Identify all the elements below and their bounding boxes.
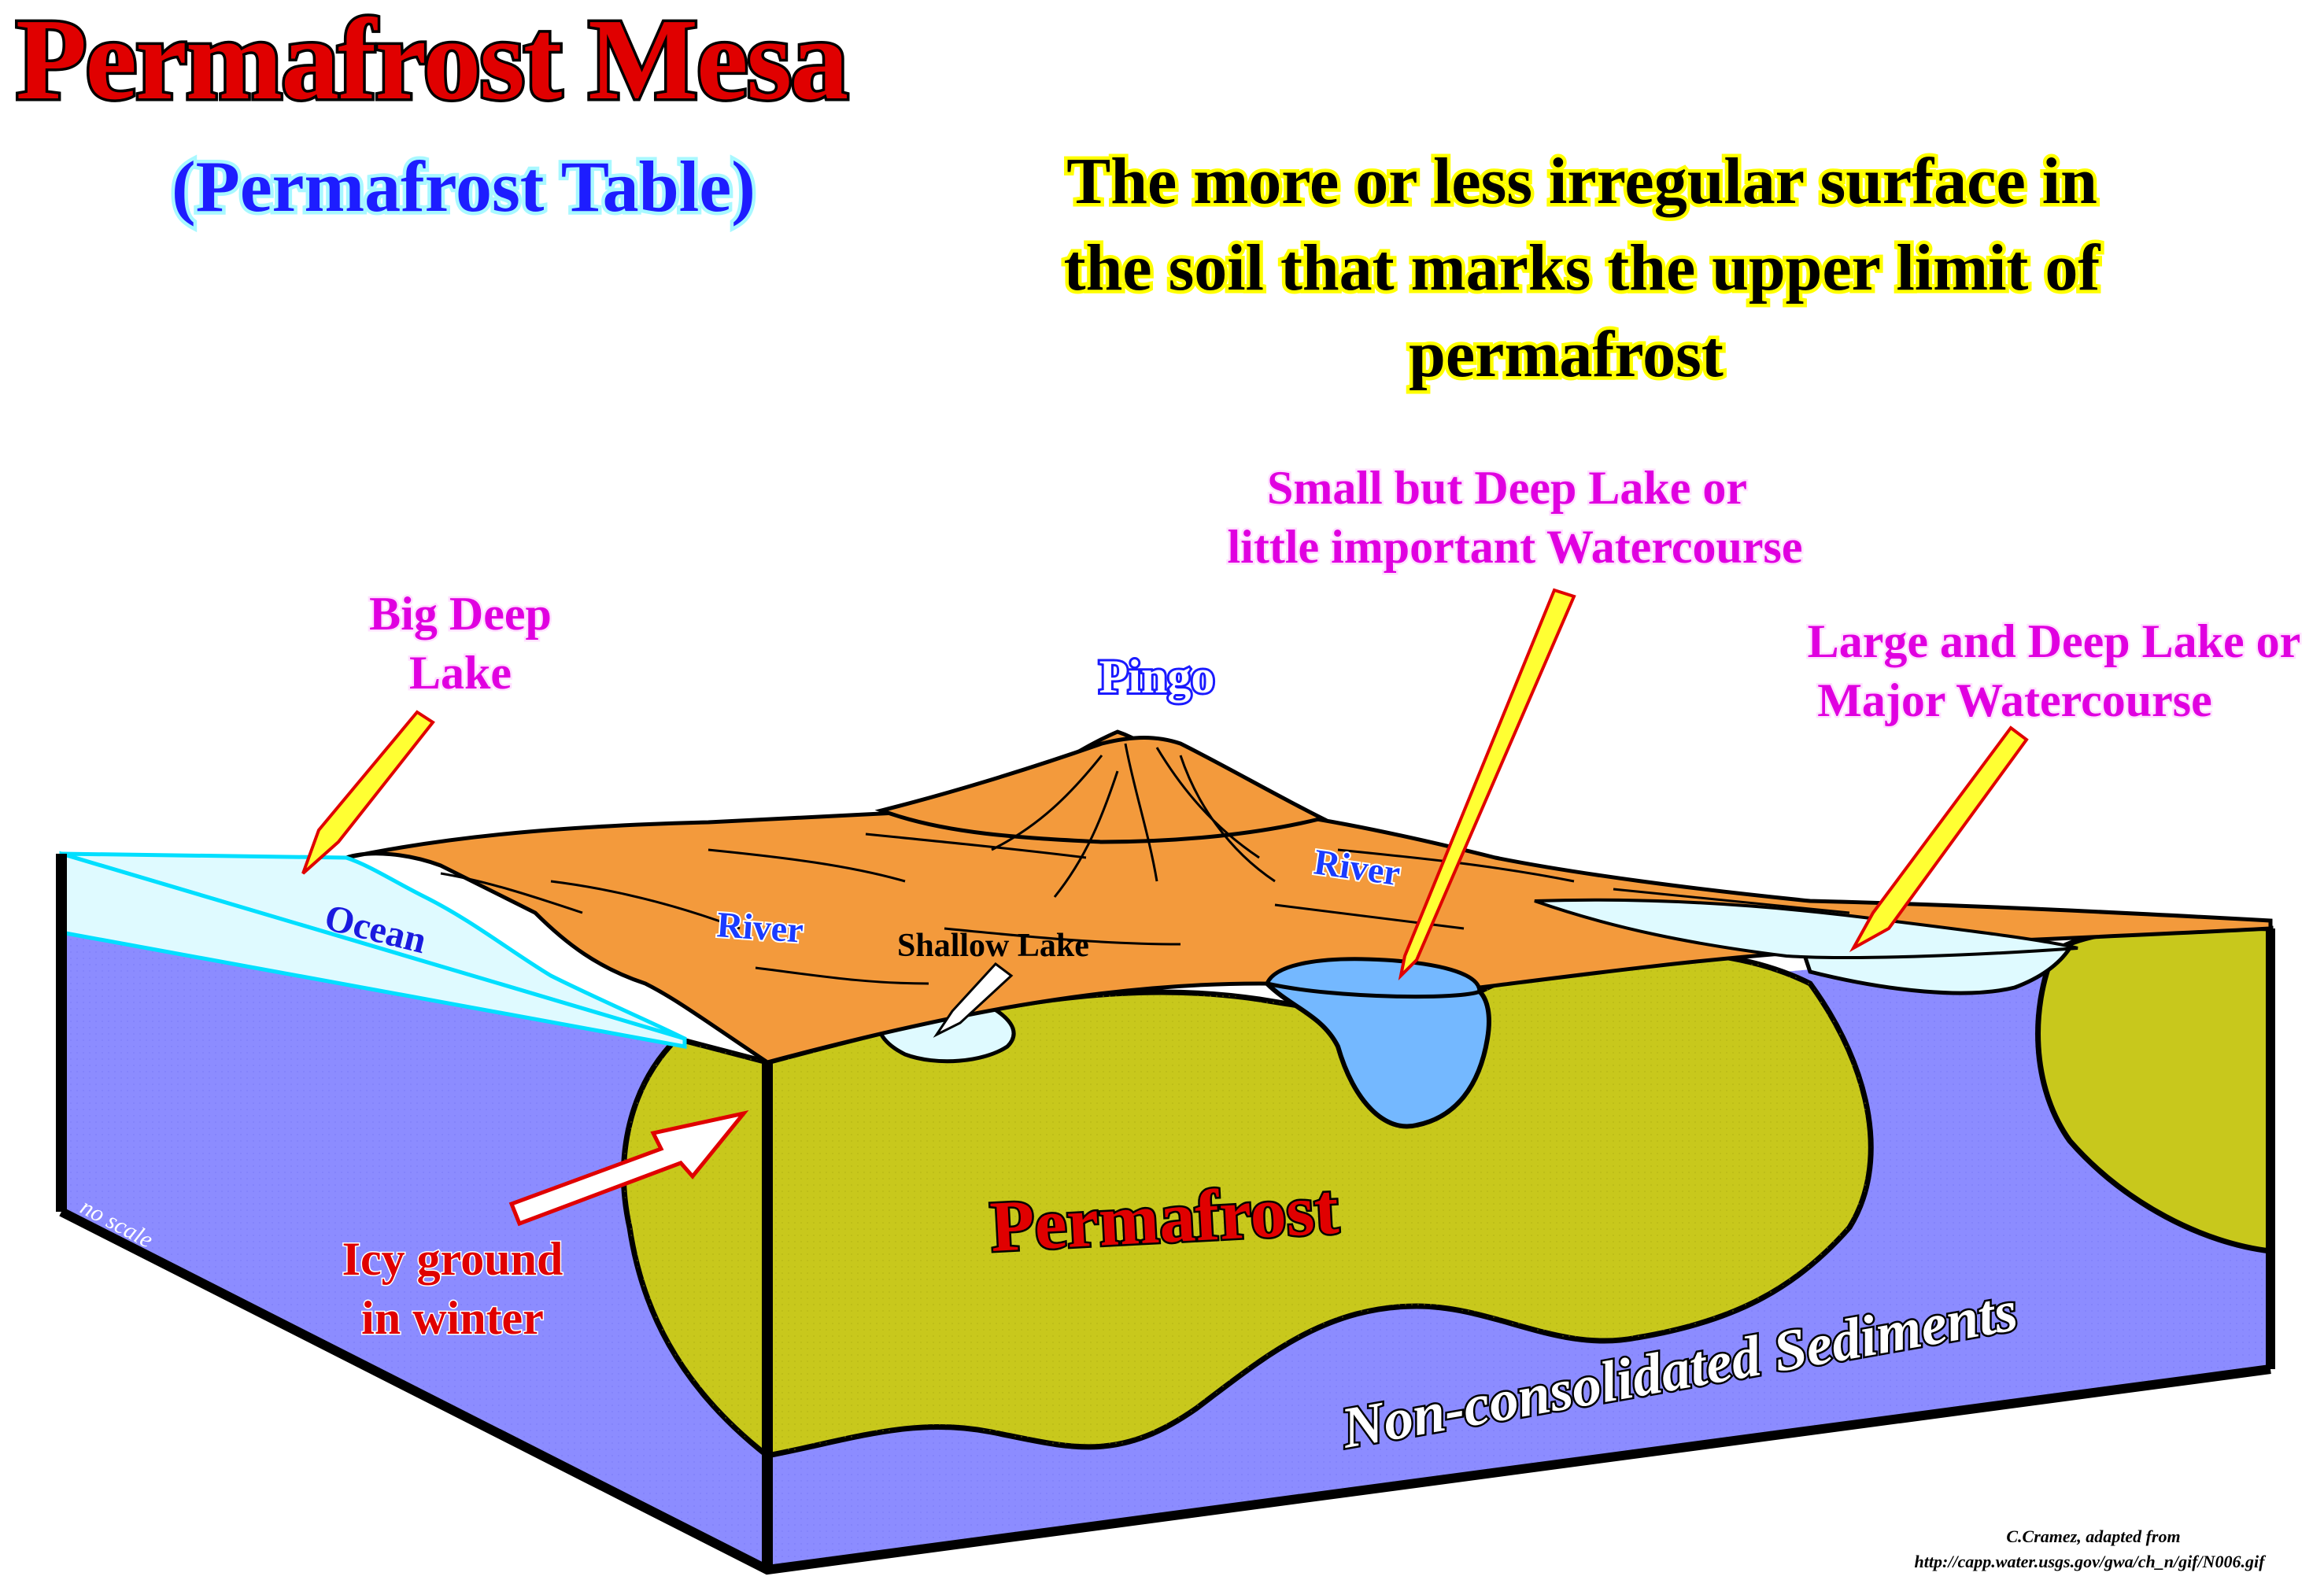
small-deep-lake-line-1: Small but Deep Lake or: [1267, 462, 1747, 514]
small-deep-lake-section: [1261, 980, 1491, 1129]
page-subtitle: (Permafrost Table): [172, 146, 756, 227]
image-credit: C.Cramez, adapted from http://capp.water…: [1915, 1526, 2267, 1571]
large-deep-lake-line-1: Large and Deep Lake or: [1808, 615, 2301, 667]
label-pingo: Pingo: [1099, 651, 1215, 703]
small-deep-lake-line-2: little important Watercourse: [1228, 521, 1803, 573]
icy-ground-line-2: in winter: [361, 1292, 544, 1344]
label-icy-ground: Icy ground in winter: [341, 1232, 564, 1346]
icy-ground-line-1: Icy ground: [342, 1233, 563, 1285]
surface-ridges: [440, 743, 1850, 985]
label-shallow-lake: Shallow Lake: [897, 928, 1089, 964]
pingo-mound: [874, 736, 1328, 844]
arrow-big-deep-lake: [301, 710, 435, 875]
arrow-large-deep-lake: [1849, 725, 2029, 953]
label-big-deep-lake: Big Deep Lake: [368, 586, 554, 701]
credit-line-2: http://capp.water.usgs.gov/gwa/ch_n/gif/…: [1915, 1552, 2267, 1571]
block-diagram: [56, 729, 2275, 1575]
big-deep-lake-line-1: Big Deep: [369, 588, 552, 640]
credit-line-1: C.Cramez, adapted from: [2006, 1526, 2180, 1546]
arrow-small-deep-lake: [1398, 588, 1576, 981]
small-deep-lake-top: [1264, 957, 1482, 999]
big-deep-lake-line-2: Lake: [409, 647, 512, 699]
label-large-deep-lake: Large and Deep Lake or Major Watercourse: [1805, 614, 2303, 729]
definition-line-3: permafrost: [1409, 318, 1724, 391]
large-deep-lake-line-2: Major Watercourse: [1817, 674, 2212, 726]
large-lake-top: [1534, 898, 2078, 959]
definition-text: The more or less irregular surface in th…: [1060, 142, 2104, 395]
arrow-icy-ground: [508, 1110, 749, 1227]
definition-line-1: The more or less irregular surface in: [1066, 145, 2097, 218]
definition-line-2: the soil that marks the upper limit of: [1064, 231, 2101, 305]
label-river-left: River: [715, 904, 804, 951]
page-title: Permafrost Mesa: [16, 0, 847, 124]
large-lake-section: [1799, 946, 2074, 995]
arrow-shallow-lake: [933, 962, 1014, 1038]
label-small-deep-lake: Small but Deep Lake or little important …: [1225, 460, 1805, 575]
label-permafrost: Permafrost: [988, 1168, 1341, 1267]
arrows: [301, 588, 2029, 1227]
